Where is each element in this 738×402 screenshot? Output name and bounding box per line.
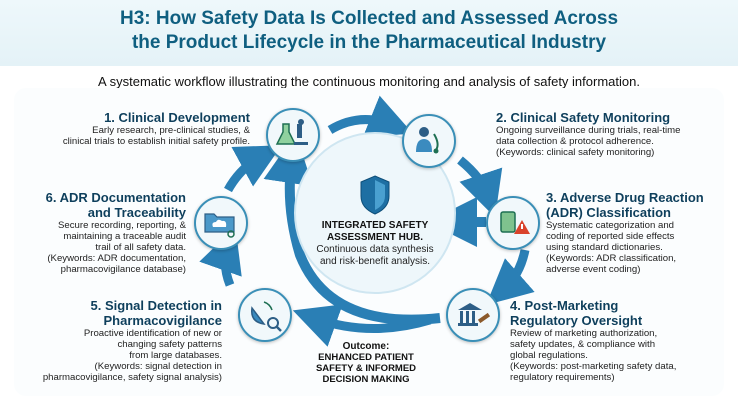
step-description: Early research, pre-clinical studies, & [92,125,250,136]
step-keywords: pharmacovigilance database) [60,264,186,275]
outcome-text: ENHANCED PATIENT [318,352,414,363]
step-title: 4. Post-Marketing [510,298,619,313]
step-title: 5. Signal Detection in [90,298,222,313]
step-keywords: (Keywords: ADR documentation, [47,253,186,264]
outcome-text: SAFETY & INFORMED [315,363,417,374]
pill-warning-icon [486,196,540,250]
step-title: 1. Clinical Development [104,110,250,125]
step-description: changing safety patterns [117,339,222,350]
doctor-stethoscope-icon [402,114,456,168]
step-title: Pharmacovigilance [103,313,223,328]
step-description: Secure recording, reporting, & [58,220,186,231]
step-title: 3. Adverse Drug Reaction [546,190,704,205]
step-description: clinical trials to establish initial saf… [62,136,250,147]
step-4: 4. Post-Marketing Regulatory Oversight R… [510,298,725,383]
hub-description: Continuous data synthesis [316,244,434,255]
step-description: Systematic categorization and [546,220,674,231]
arrow-inner-sweep [263,133,441,325]
flask-microscope-icon [266,108,320,162]
step-description: using standard dictionaries. [546,242,663,253]
arrow-3-to-4 [486,249,535,305]
folder-cloud-icon [194,196,248,250]
step-description: Ongoing surveillance during trials, real… [496,125,681,136]
title-line: H3: How Safety Data Is Collected and Ass… [119,8,619,29]
step-2: 2. Clinical Safety Monitoring Ongoing su… [496,110,721,158]
hub-title: INTEGRATED SAFETY [321,220,429,231]
step-description: trail of all safety data. [95,242,186,253]
step-title: (ADR) Classification [546,205,671,220]
page-title: H3: How Safety Data Is Collected and Ass… [0,7,738,55]
step-keywords: (Keywords: clinical safety monitoring) [496,147,655,158]
step-description: Review of marketing authorization, [510,328,658,339]
integrated-hub: INTEGRATED SAFETY ASSESSMENT HUB. Contin… [300,220,450,268]
arrow-1-to-2 [327,95,413,138]
step-title: and Traceability [87,205,186,220]
step-keywords: (Keywords: ADR classification, [546,253,677,264]
step-1: 1. Clinical Development Early research, … [40,110,250,147]
outcome-box: Outcome: ENHANCED PATIENT SAFETY & INFOR… [296,341,436,385]
title-banner [0,0,738,66]
step-5: 5. Signal Detection in Pharmacovigilance… [14,298,222,383]
step-description: maintaining a traceable audit [63,231,186,242]
step-keywords: pharmacovigilance, safety signal analysi… [42,372,222,383]
gavel-building-icon [446,288,500,342]
step-description: data collection & protocol adherence. [496,136,654,147]
step-keywords: (Keywords: signal detection in [94,361,222,372]
step-keywords: adverse event coding) [546,264,641,275]
step-title: Regulatory Oversight [510,313,643,328]
outcome-text: DECISION MAKING [322,374,410,385]
step-title: 6. ADR Documentation [45,190,186,205]
arrow-2-to-3 [457,156,503,218]
title-line: the Product Lifecycle in the Pharmaceuti… [131,32,607,53]
step-description: Proactive identification of new or [83,328,222,339]
step-3: 3. Adverse Drug Reaction (ADR) Classific… [546,190,726,275]
page-subtitle: A systematic workflow illustrating the c… [98,74,640,89]
hub-title: ASSESSMENT HUB. [326,232,424,243]
satellite-dish-icon [238,288,292,342]
step-keywords: regulatory requirements) [510,372,615,383]
step-description: coding of reported side effects [546,231,675,242]
step-6: 6. ADR Documentation and Traceability Se… [14,190,186,275]
hub-description: and risk-benefit analysis. [319,256,431,267]
arrow-6-to-1 [224,145,282,193]
step-description: safety updates, & compliance with [510,339,656,350]
step-description: global regulations. [510,350,588,361]
arrow-5-to-6 [199,226,242,287]
step-description: from large databases. [129,350,222,361]
step-keywords: (Keywords: post-marketing safety data, [510,361,677,372]
step-title: 2. Clinical Safety Monitoring [496,110,671,125]
outcome-label: Outcome: [342,341,390,352]
